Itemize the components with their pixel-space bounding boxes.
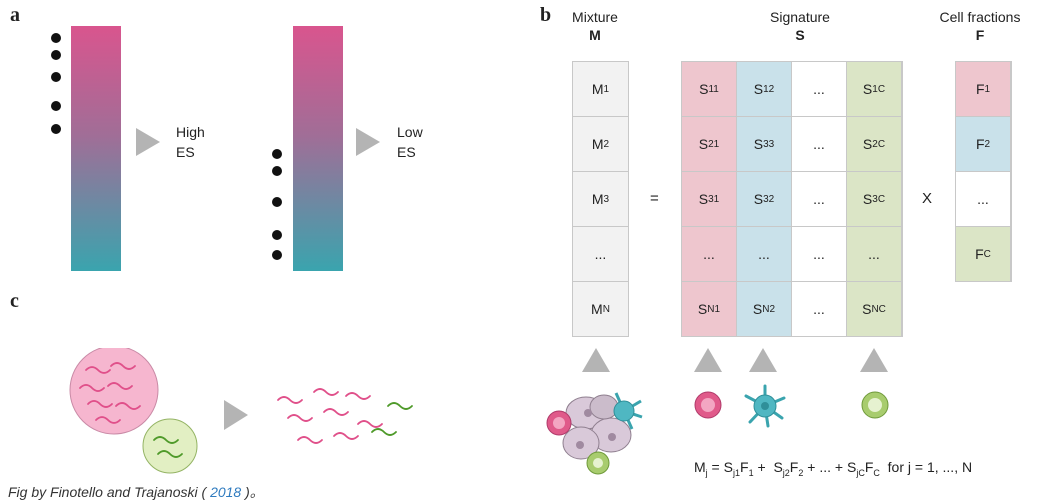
- green-cell-icon: [861, 391, 889, 419]
- gene-dot: [272, 197, 282, 207]
- matrix-cell-s: ...: [791, 61, 847, 117]
- multiply-sign: X: [922, 190, 933, 207]
- matrix-cell-s: ...: [791, 281, 847, 337]
- panel-label-c: c: [10, 290, 19, 312]
- arrow-up-icon: [860, 348, 888, 372]
- pink-cell-icon: [694, 391, 722, 419]
- arrow-right-icon: [224, 400, 248, 430]
- matrix-cell-s: ...: [791, 116, 847, 172]
- gene-dot: [51, 124, 61, 134]
- matrix-cell-s: ...: [681, 226, 737, 282]
- panel-c-illustration: [69, 348, 413, 474]
- matrix-cell-s: ...: [846, 226, 902, 282]
- gene-dot: [51, 50, 61, 60]
- green-sample-circle: [142, 418, 198, 474]
- arrow-right-icon: [136, 128, 160, 156]
- arrow-right-icon: [356, 128, 380, 156]
- blue-cell-icon: [744, 384, 786, 428]
- gene-dot: [51, 101, 61, 111]
- matrix-cell-f: ...: [955, 171, 1011, 227]
- panel-label-a: a: [10, 4, 20, 26]
- arrow-up-icon: [749, 348, 777, 372]
- gene-set-ranking-bar-low: [293, 26, 343, 271]
- panel-label-b: b: [540, 4, 552, 26]
- gene-set-ranking-bar-high: [71, 26, 121, 271]
- bulk-sample-circle: [69, 348, 159, 435]
- scattered-transcripts: [277, 388, 383, 444]
- arrow-up-icon: [694, 348, 722, 372]
- figure-caption: Fig by Finotello and Trajanoski ( 2018 )…: [8, 484, 264, 500]
- matrix-cell-s: ...: [791, 171, 847, 227]
- matrix-cell-s: ...: [791, 226, 847, 282]
- gene-dot: [272, 149, 282, 159]
- gene-dot: [272, 166, 282, 176]
- gene-dot: [272, 230, 282, 240]
- gene-dot: [272, 250, 282, 260]
- gene-dot: [51, 33, 61, 43]
- deconvolution-formula: Mj = Sj1F1 + Sj2F2 + ... + SjCFC for j =…: [694, 459, 973, 478]
- matrix-cell-s: ...: [736, 226, 792, 282]
- equals-sign: =: [650, 190, 659, 207]
- gene-dot: [51, 72, 61, 82]
- cell-mixture-icon: [546, 392, 643, 475]
- citation-year-link[interactable]: 2018: [210, 484, 242, 500]
- arrow-up-icon: [582, 348, 610, 372]
- matrix-cell-m: ...: [572, 226, 629, 282]
